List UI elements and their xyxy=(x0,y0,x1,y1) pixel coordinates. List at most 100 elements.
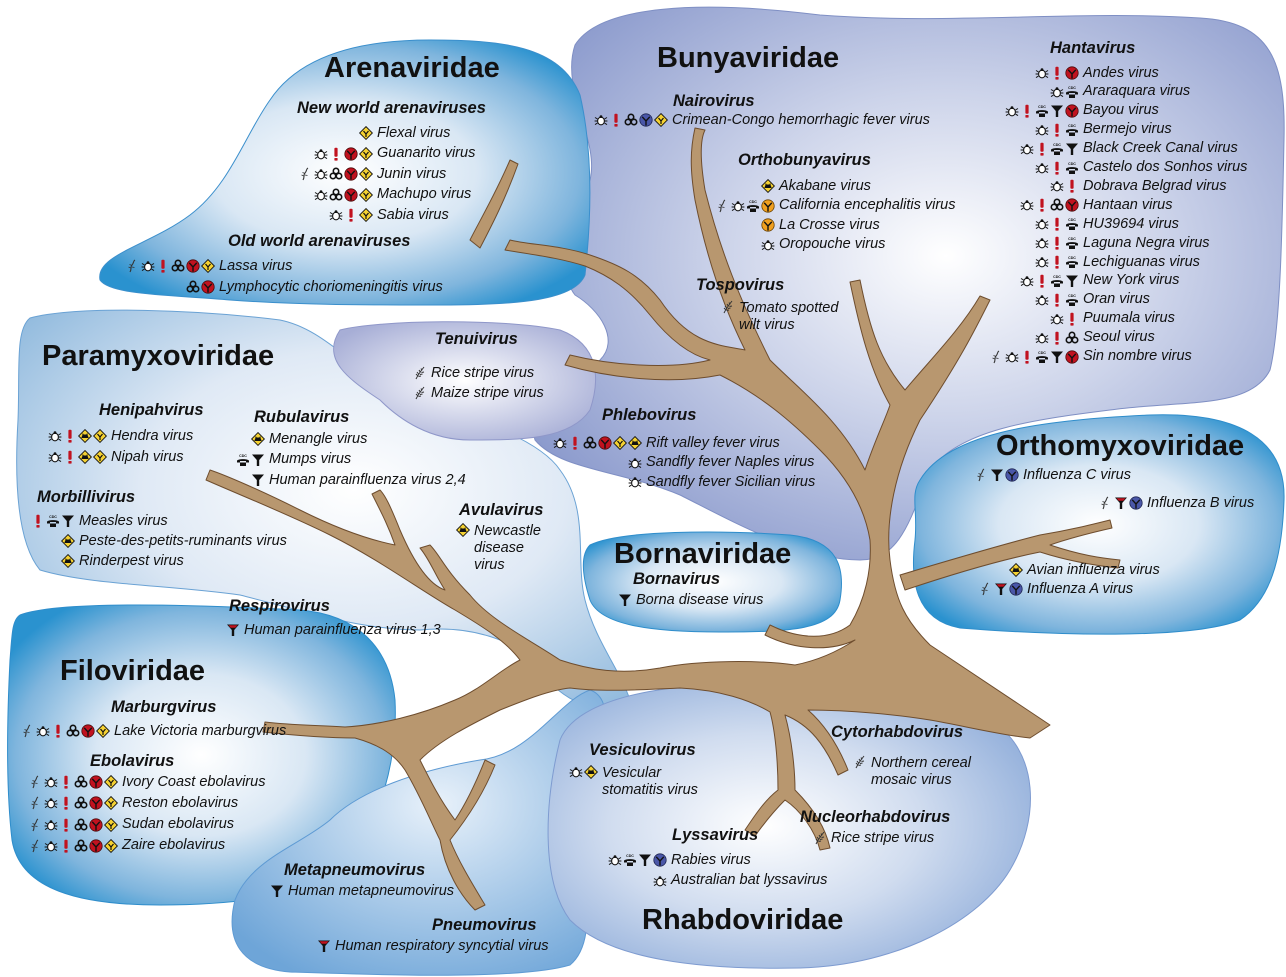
virus-name: Australian bat lyssavirus xyxy=(671,872,828,888)
shield-blue-icon xyxy=(653,853,667,867)
funnel-icon xyxy=(618,593,632,607)
svg-text:CDC: CDC xyxy=(239,454,247,458)
host-vector-icons: CDC xyxy=(1050,85,1079,99)
mosquito-icon xyxy=(1099,496,1113,510)
virus-name: Oropouche virus xyxy=(779,236,886,252)
genus-marburgvirus: Marburgvirus xyxy=(111,698,217,716)
host-vector-icons xyxy=(979,582,1023,596)
host-vector-icons: CDC xyxy=(31,514,75,528)
diamond-cow-icon xyxy=(456,523,470,537)
diamond-cow-icon xyxy=(78,429,92,443)
funnel-icon xyxy=(1050,104,1064,118)
virus-name: Influenza B virus xyxy=(1147,494,1255,511)
tick-icon xyxy=(1020,142,1034,156)
host-vector-icons xyxy=(317,939,331,953)
virus-name: Menangle virus xyxy=(269,430,368,447)
tick-icon xyxy=(1050,179,1064,193)
alert-icon xyxy=(1050,66,1064,80)
diamond-icon xyxy=(93,450,107,464)
alert-icon xyxy=(59,839,73,853)
alert-icon xyxy=(1050,161,1064,175)
alert-icon xyxy=(609,113,623,127)
host-vector-icons xyxy=(413,366,427,380)
host-vector-icons xyxy=(186,280,215,294)
tick-icon xyxy=(1035,255,1049,269)
diamond-cow-icon xyxy=(1009,563,1023,577)
tick-icon xyxy=(314,167,328,181)
tick-icon xyxy=(44,818,58,832)
genus-tospovirus: Tospovirus xyxy=(696,276,785,294)
virus-entry: Andes virus xyxy=(1035,64,1159,82)
host-vector-icons xyxy=(61,534,75,548)
host-vector-icons xyxy=(329,208,373,222)
virus-entry: Guanarito virus xyxy=(314,145,475,163)
host-vector-icons xyxy=(1009,563,1023,577)
virus-entry: Vesicular stomatitis virus xyxy=(569,765,698,799)
host-vector-icons xyxy=(413,386,427,400)
tick-icon xyxy=(48,429,62,443)
host-vector-icons xyxy=(1050,312,1079,326)
virus-entry: Puumala virus xyxy=(1050,310,1175,328)
funnel-icon xyxy=(61,514,75,528)
virus-entry: Borna disease virus xyxy=(618,591,763,609)
mosquito-icon xyxy=(975,468,989,482)
tick-icon xyxy=(1035,161,1049,175)
alert-icon xyxy=(568,436,582,450)
phone-icon: CDC xyxy=(46,514,60,528)
host-vector-icons: CDC xyxy=(1035,161,1079,175)
alert-icon xyxy=(1065,179,1079,193)
alert-icon xyxy=(1065,312,1079,326)
genus-old-world: Old world arenaviruses xyxy=(228,232,411,250)
tick-icon xyxy=(628,456,642,470)
host-vector-icons: CDC xyxy=(1005,104,1079,118)
phone-icon: CDC xyxy=(746,199,760,213)
family-title-arenaviridae: Arenaviridae xyxy=(324,52,500,84)
funnel-icon xyxy=(1065,142,1079,156)
host-vector-icons: CDC xyxy=(1035,217,1079,231)
mosquito-icon xyxy=(990,350,1004,364)
phone-icon: CDC xyxy=(1065,161,1079,175)
tick-icon xyxy=(628,475,642,489)
mosquito-icon xyxy=(29,796,43,810)
funnel-icon xyxy=(1065,274,1079,288)
tick-icon xyxy=(1035,123,1049,137)
virus-name: Newcastle disease virus xyxy=(474,523,541,573)
bornaviridae-region xyxy=(582,531,843,633)
funnel-red-icon xyxy=(317,939,331,953)
tick-icon xyxy=(1005,104,1019,118)
virus-name: Sandfly fever Sicilian virus xyxy=(646,473,816,490)
virus-name: Influenza C virus xyxy=(1023,466,1131,483)
family-title-filoviridae: Filoviridae xyxy=(60,655,206,687)
biohazard-icon xyxy=(583,436,597,450)
genus-phlebovirus: Phlebovirus xyxy=(602,406,697,424)
virus-name: Lake Victoria marburgvirus xyxy=(114,722,287,739)
tick-icon xyxy=(1035,293,1049,307)
mosquito-icon xyxy=(299,167,313,181)
alert-icon xyxy=(1050,293,1064,307)
mosquito-icon xyxy=(716,199,730,213)
host-vector-icons xyxy=(1099,496,1143,510)
shield-orange-icon xyxy=(761,198,775,213)
shield-red-icon xyxy=(344,167,358,181)
virus-name: Avian influenza virus xyxy=(1027,561,1160,578)
shield-red-icon xyxy=(1065,198,1079,212)
alert-icon xyxy=(1035,198,1049,212)
diamond-cow-icon xyxy=(251,432,265,446)
genus-nucleorhabdovirus: Nucleorhabdovirus xyxy=(800,808,951,826)
tick-icon xyxy=(1035,217,1049,231)
biohazard-icon xyxy=(1065,331,1079,345)
shield-blue-icon xyxy=(1005,468,1019,482)
alert-icon xyxy=(156,259,170,273)
host-vector-icons xyxy=(61,554,75,568)
virus-name: Mumps virus xyxy=(269,451,352,467)
virus-name: Bayou virus xyxy=(1083,102,1159,119)
phone-icon: CDC xyxy=(1065,293,1079,307)
virus-entry: Hantaan virus xyxy=(1020,196,1172,214)
alert-icon xyxy=(63,450,77,464)
virus-name: Peste-des-petits-ruminants virus xyxy=(79,532,287,549)
funnel-red-icon xyxy=(226,623,240,637)
virus-name: Sin nombre virus xyxy=(1083,348,1192,364)
tick-icon xyxy=(48,450,62,464)
diamond-icon xyxy=(359,167,373,181)
